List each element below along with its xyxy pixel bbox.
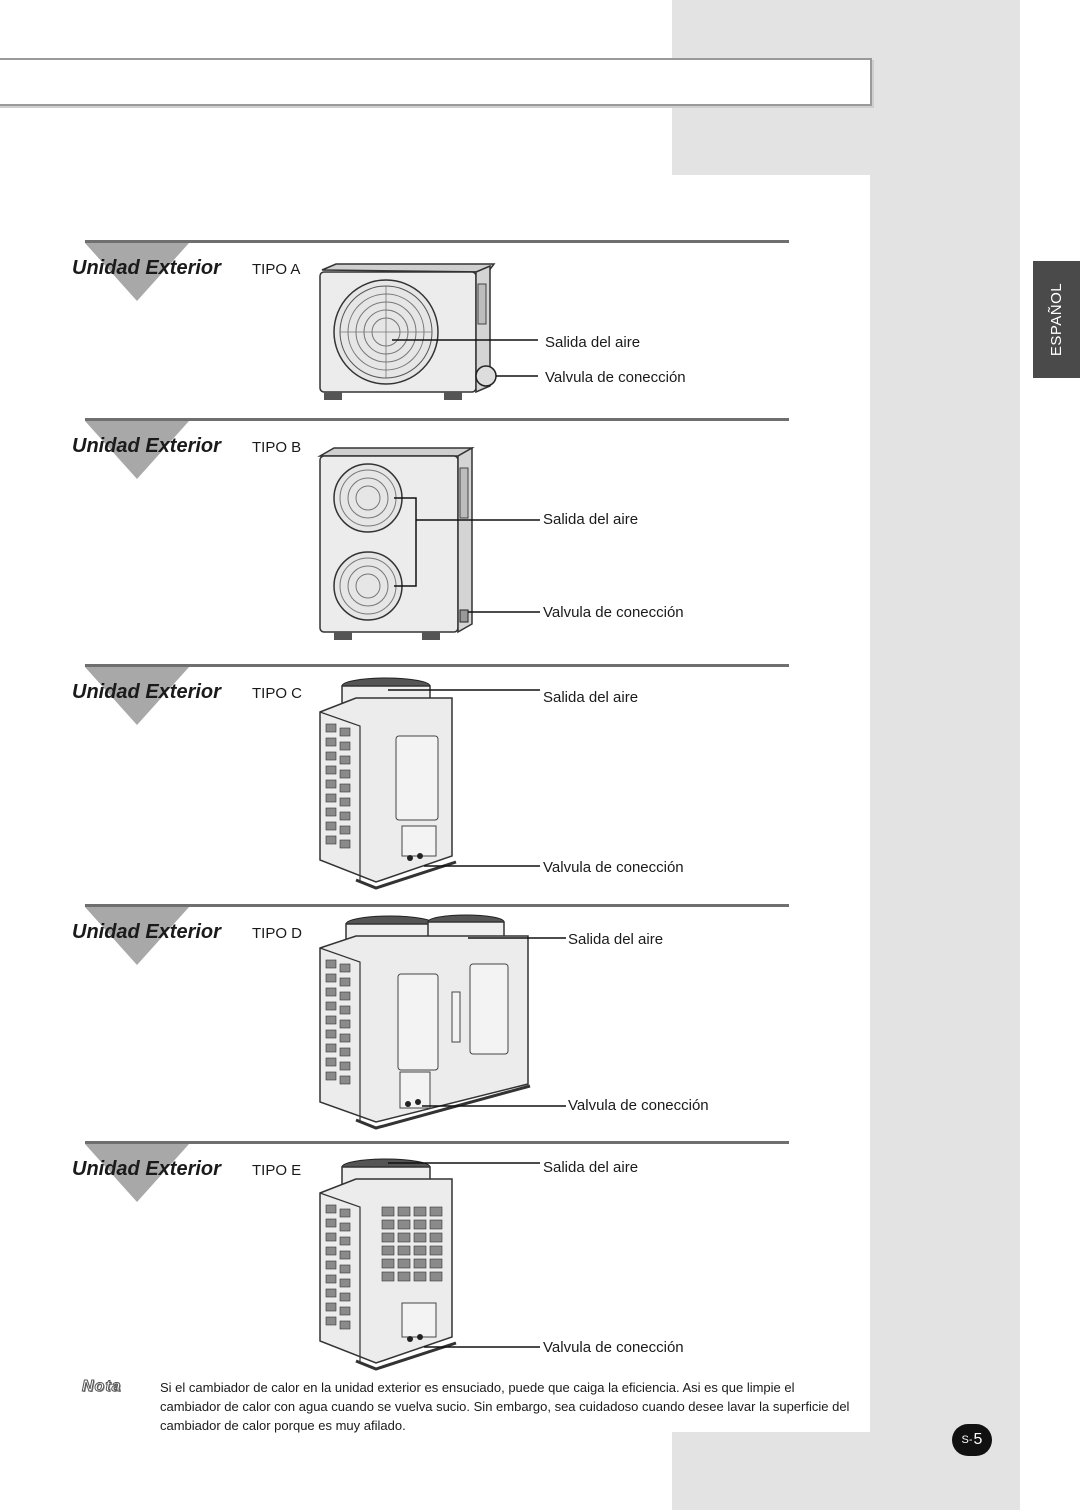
connection-valve-label: Valvula de conección xyxy=(545,369,686,386)
connection-valve-label: Valvula de conección xyxy=(568,1097,709,1114)
section-rule xyxy=(85,664,789,667)
section-title: Unidad Exterior xyxy=(72,257,221,279)
section-title: Unidad Exterior xyxy=(72,1158,221,1180)
outdoor-unit-c-illustration xyxy=(319,677,540,890)
page-number-badge: S-5 xyxy=(952,1424,992,1456)
section-title: Unidad Exterior xyxy=(72,681,221,703)
outdoor-unit-e-illustration xyxy=(319,1158,540,1371)
section-title: Unidad Exterior xyxy=(72,435,221,457)
background-panel-right xyxy=(870,175,1020,1510)
header-bar xyxy=(0,58,872,106)
connection-valve-label: Valvula de conección xyxy=(543,1339,684,1356)
section-title: Unidad Exterior xyxy=(72,921,221,943)
language-tab-label: ESPAÑOL xyxy=(1048,282,1065,357)
air-outlet-label: Salida del aire xyxy=(543,511,639,528)
section-rule xyxy=(85,904,789,907)
section-triangle xyxy=(85,667,189,725)
connection-valve-label: Valvula de conección xyxy=(543,604,684,621)
air-outlet-label: Salida del aire xyxy=(543,1159,639,1176)
page-prefix: S- xyxy=(961,1434,973,1446)
page-number: 5 xyxy=(973,1431,983,1448)
section-triangle xyxy=(85,907,189,965)
section-rule xyxy=(85,1141,789,1144)
section-triangle xyxy=(85,1144,189,1202)
section-type: TIPO A xyxy=(252,261,301,278)
air-outlet-label: Salida del aire xyxy=(543,689,639,706)
air-outlet-label: Salida del aire xyxy=(545,334,641,351)
section-triangle xyxy=(85,421,189,479)
section-rule xyxy=(85,240,789,243)
section-type: TIPO E xyxy=(252,1162,302,1179)
language-tab[interactable]: ESPAÑOL xyxy=(1033,261,1080,378)
connection-valve-label: Valvula de conección xyxy=(543,859,684,876)
section-rule xyxy=(85,418,789,421)
outdoor-unit-d-illustration xyxy=(319,914,566,1130)
background-panel-bottom xyxy=(672,1432,870,1510)
section-triangle xyxy=(85,243,189,301)
outdoor-unit-b-illustration xyxy=(317,446,540,640)
section-type: TIPO D xyxy=(252,925,303,942)
section-type: TIPO C xyxy=(252,685,303,702)
section-type: TIPO B xyxy=(252,439,302,456)
note-text: Si el cambiador de calor en la unidad ex… xyxy=(160,1380,850,1433)
outdoor-unit-a-illustration xyxy=(319,263,538,400)
air-outlet-label: Salida del aire xyxy=(568,931,664,948)
note-label: Nota xyxy=(82,1378,122,1396)
